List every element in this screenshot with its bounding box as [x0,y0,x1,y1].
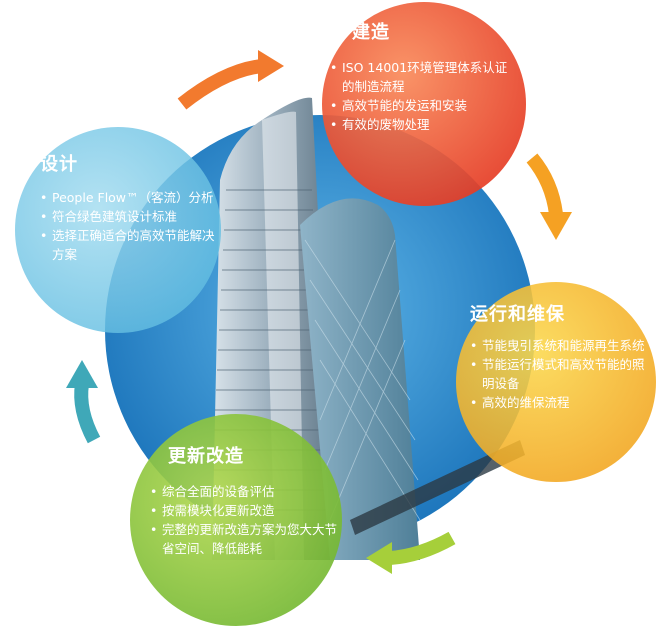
build-item: ISO 14001环境管理体系认证的制造流程 [330,58,510,96]
arrow-design-to-build [177,59,263,110]
renovate-item: 按需模块化更新改造 [150,501,340,520]
build-title: 建造 [352,22,390,43]
operate-stage: 运行和维保 节能曳引系统和能源再生系统 节能运行模式和高效节能的照明设备 高效的… [470,300,650,412]
design-title: 设计 [40,154,78,175]
build-stage: 建造 ISO 14001环境管理体系认证的制造流程 高效节能的发运和安装 有效的… [330,18,510,134]
renovate-title: 更新改造 [168,446,244,467]
renovate-item: 完整的更新改造方案为您大大节省空间、降低能耗 [150,520,340,558]
renovate-stage: 更新改造 综合全面的设备评估 按需模块化更新改造 完整的更新改造方案为您大大节省… [150,442,340,558]
operate-list: 节能曳引系统和能源再生系统 节能运行模式和高效节能的照明设备 高效的维保流程 [470,336,650,412]
design-item: People Flow™（客流）分析 [40,188,220,207]
build-item: 高效节能的发运和安装 [330,96,510,115]
design-stage: 设计 People Flow™（客流）分析 符合绿色建筑设计标准 选择正确适合的… [40,150,220,264]
operate-item: 节能曳引系统和能源再生系统 [470,336,650,355]
renovate-item: 综合全面的设备评估 [150,482,340,501]
arrow-operate-to-renovate [389,531,456,565]
operate-item: 高效的维保流程 [470,393,650,412]
renovate-list: 综合全面的设备评估 按需模块化更新改造 完整的更新改造方案为您大大节省空间、降低… [150,482,340,558]
operate-item: 节能运行模式和高效节能的照明设备 [470,355,650,393]
arrow-renovate-to-design [74,382,101,444]
design-item: 选择正确适合的高效节能解决方案 [40,226,220,264]
arrow-build-to-operate [526,153,563,216]
cycle-arrows [66,50,572,574]
design-list: People Flow™（客流）分析 符合绿色建筑设计标准 选择正确适合的高效节… [40,188,220,264]
build-item: 有效的废物处理 [330,115,510,134]
operate-title: 运行和维保 [470,304,565,325]
build-list: ISO 14001环境管理体系认证的制造流程 高效节能的发运和安装 有效的废物处… [330,58,510,134]
design-item: 符合绿色建筑设计标准 [40,207,220,226]
